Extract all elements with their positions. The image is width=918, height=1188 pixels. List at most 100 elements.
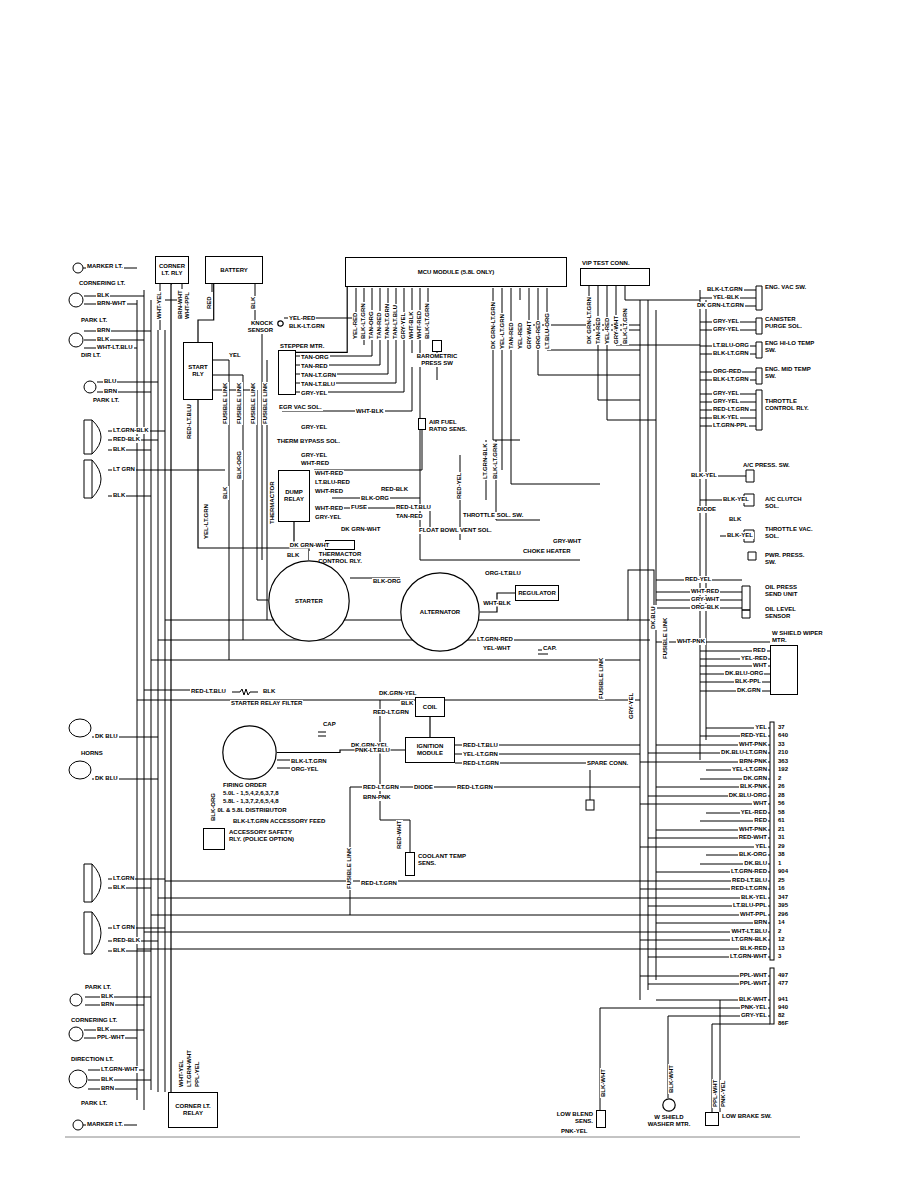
wire-label: BLK-LT.GRN — [288, 323, 326, 330]
right-stub-wires — [656, 290, 770, 691]
wire-label: BRN-PNK — [362, 794, 392, 801]
circle-outline — [223, 726, 276, 779]
horn-symbol — [69, 761, 91, 779]
wire-label: 86F — [777, 1020, 789, 1027]
wire-label: 1 — [777, 860, 782, 867]
wire-color-vertical: FUSIBLE LINK — [262, 382, 269, 425]
wire-label: RED-BLK — [112, 436, 141, 443]
wire-label: BLU — [103, 378, 117, 385]
wire-label: PWR. PRESS. SW. — [764, 552, 816, 566]
component-name: STARTER — [295, 598, 323, 605]
wire-label: FIRING ORDER — [222, 782, 268, 789]
wire-label: BLK — [728, 516, 742, 523]
wire-label: 31 — [777, 834, 786, 841]
page-rule — [65, 1137, 800, 1138]
wire-label: GRY-YEL — [712, 390, 740, 397]
wire-label: BLK — [112, 947, 126, 954]
component-symbols — [742, 286, 762, 618]
wire-label: BLK — [286, 552, 300, 559]
component-name: ALTERNATOR — [420, 609, 460, 616]
wire-label: BRN-WHT — [96, 300, 127, 307]
wire-label: DK.BLU — [743, 860, 768, 867]
wire-label: 37 — [777, 724, 786, 731]
wire-label: DIODE — [696, 506, 717, 513]
wire-label: PPL-WHT — [739, 972, 768, 979]
wire-color-vertical: WHT-PPL — [184, 291, 191, 320]
wire-label: 26 — [777, 783, 786, 790]
component-box: AIR FUEL RATIO SENS. — [418, 418, 426, 430]
pin-connector — [770, 722, 774, 960]
wire-label: GRY-YEL — [300, 390, 328, 397]
wire-label: 3 — [777, 953, 782, 960]
wire-label: PARK LT. — [84, 984, 112, 991]
wire-label: WHT-LT.BLU — [730, 928, 768, 935]
wire-label: RED-LT.GRN — [462, 760, 500, 767]
wire-label: RED-LT.GRN — [372, 709, 410, 716]
wire-label: ORG-RED — [712, 368, 742, 375]
wire-label: RED-BLK — [112, 937, 141, 944]
wire-label: BLK-YEL — [690, 472, 718, 479]
wire-label: GRY-WHT — [552, 538, 582, 545]
wire-label: BLK — [96, 336, 110, 343]
wire-label: 16 — [777, 885, 786, 892]
wire-label: GRY-YEL — [740, 1012, 768, 1019]
wire-label: WHT-RED — [690, 588, 720, 595]
wire-color-vertical: LT.GRN-BLK — [482, 442, 489, 480]
component-name: CORNER LT. RELAY — [171, 1103, 215, 1117]
wire-label: PARK LT. — [92, 397, 120, 404]
wire-label: A/C PRESS. SW. — [742, 462, 791, 469]
wire-label: HORNS — [80, 750, 104, 757]
wire-label: 82 — [777, 1012, 786, 1019]
wire-color-vertical: BLK-LT.GRN — [492, 442, 499, 480]
wire-color-vertical: BLK-LT.GRN — [360, 302, 367, 340]
wire-label: BLK — [112, 884, 126, 891]
component-box: CORNER LT. RLY — [155, 256, 189, 284]
wire-label: BLK-PPL — [734, 678, 762, 685]
wire-label: DIR LT. — [80, 352, 102, 359]
pin-connector — [770, 968, 774, 1024]
wire-color-vertical: BLK-WHT — [668, 1064, 675, 1094]
wire-label: 395 — [777, 902, 789, 909]
wire-label: BLK-LT.GRN — [706, 286, 744, 293]
wire-label: YEL — [754, 843, 768, 850]
wire-color-vertical: YEL-LT.GRN — [499, 313, 506, 350]
wire-label: DIRECTION LT. — [70, 1056, 115, 1063]
component-name: REGULATOR — [518, 590, 555, 597]
wire-label: 56 — [777, 800, 786, 807]
wire-connector — [171, 284, 172, 1092]
wire-label: 28 — [777, 792, 786, 799]
wire-label: YEL-WHT — [482, 645, 511, 652]
wire-color-vertical: WHT-YEL — [156, 291, 163, 320]
wire-label: 192 — [777, 766, 789, 773]
wire-label: LT GRN — [112, 466, 136, 473]
component-circle: W SHIELD WASHER MTR. — [662, 1098, 676, 1112]
wire-label: 296 — [777, 911, 789, 918]
wire-label: YEL-RED — [288, 315, 316, 322]
wire-label: 2 — [777, 928, 782, 935]
lamp-symbol — [73, 1120, 83, 1130]
component-box: BAROMETRIC PRESS SW — [432, 340, 442, 352]
wire-label: WHT-BLK — [355, 408, 385, 415]
wire-label: LT GRN — [112, 924, 136, 931]
wire-label: FUSE — [350, 504, 368, 511]
component-name: VIP TEST CONN. — [581, 260, 631, 267]
wire-label: YEL-RED — [740, 809, 768, 816]
lamp-symbol — [69, 1070, 87, 1088]
wire-label: GRY-YEL — [300, 452, 328, 459]
component-name: BAROMETRIC PRESS SW — [411, 353, 463, 367]
component-box: DUMP RELAY — [278, 470, 310, 522]
wire-color-vertical: TAN-RED — [508, 321, 515, 350]
wire-color-vertical: BLK-WHT — [600, 1068, 607, 1098]
wire-label: GRY-YEL — [314, 514, 342, 521]
component-box: LOW BLEND SENS. — [596, 1110, 606, 1128]
wire-label: BLK — [112, 446, 126, 453]
wire-label: LT.GRN — [112, 875, 135, 882]
wire-label: LT.BLU-PPL — [732, 902, 768, 909]
wire-color-vertical: LT.BLU-ORG — [544, 312, 551, 350]
wire-label: WHT-RED — [314, 470, 344, 477]
wire-label: LT.BLU-RED — [314, 479, 351, 486]
component-name: DUMP RELAY — [281, 489, 307, 503]
wire-label: RED-LT.GRN — [360, 880, 398, 887]
wire-label: BLK-LT.GRN — [290, 758, 328, 765]
wire-label: BLK-ORG — [360, 495, 390, 502]
